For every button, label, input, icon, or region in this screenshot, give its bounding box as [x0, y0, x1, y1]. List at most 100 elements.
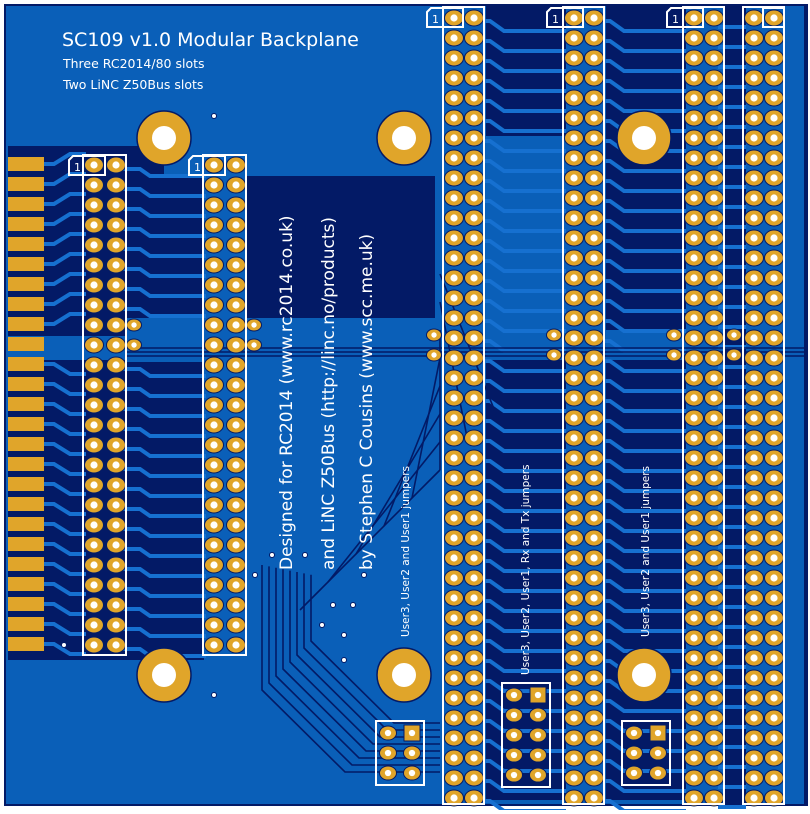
drill-hole	[590, 94, 598, 102]
drill-hole	[470, 694, 478, 702]
drill-hole	[470, 94, 478, 102]
drill-hole	[470, 14, 478, 22]
drill-hole	[590, 254, 598, 262]
drill-hole	[770, 94, 778, 102]
drill-hole	[710, 534, 718, 542]
drill-hole	[750, 154, 758, 162]
drill-hole	[590, 394, 598, 402]
drill-hole	[570, 434, 578, 442]
drill-hole	[450, 374, 458, 382]
jumper-label-3: User3, User2 and User1 jumpers	[640, 466, 652, 637]
bus-trace	[118, 247, 206, 258]
drill-hole	[470, 314, 478, 322]
drill-hole	[570, 34, 578, 42]
edge-finger	[8, 517, 44, 531]
drill-hole	[710, 594, 718, 602]
drill-hole	[450, 194, 458, 202]
pin1-box	[188, 155, 226, 176]
drill-hole	[750, 334, 758, 342]
drill-hole	[510, 691, 518, 699]
drill-hole	[770, 394, 778, 402]
drill-hole	[112, 221, 120, 229]
drill-hole	[570, 494, 578, 502]
drill-hole	[710, 74, 718, 82]
drill-hole	[710, 794, 718, 802]
diagonal-trace	[310, 574, 440, 724]
drill-hole	[232, 601, 240, 609]
drill-hole	[750, 194, 758, 202]
drill-hole	[570, 454, 578, 462]
drill-hole	[210, 381, 218, 389]
drill-hole	[232, 341, 240, 349]
drill-hole	[750, 234, 758, 242]
drill-hole	[112, 541, 120, 549]
drill-hole	[770, 674, 778, 682]
drill-hole	[750, 754, 758, 762]
drill-hole	[750, 434, 758, 442]
drill-hole	[534, 691, 542, 699]
edge-finger	[8, 477, 44, 491]
drill-hole	[90, 181, 98, 189]
drill-hole	[710, 34, 718, 42]
bus-trace	[118, 307, 206, 318]
drill-hole	[690, 694, 698, 702]
drill-hole	[570, 414, 578, 422]
drill-hole	[710, 174, 718, 182]
drill-hole	[232, 421, 240, 429]
drill-hole	[470, 254, 478, 262]
drill-hole	[232, 401, 240, 409]
bus-trace	[118, 447, 206, 458]
drill-hole	[750, 134, 758, 142]
drill-hole	[450, 214, 458, 222]
bus-trace	[118, 567, 206, 578]
drill-hole	[590, 34, 598, 42]
drill-hole	[90, 481, 98, 489]
drill-hole	[232, 301, 240, 309]
drill-hole	[750, 554, 758, 562]
drill-hole	[450, 414, 458, 422]
drill-hole	[654, 729, 662, 737]
drill-hole	[710, 454, 718, 462]
drill-hole	[690, 14, 698, 22]
drill-hole	[590, 294, 598, 302]
drill-hole	[570, 74, 578, 82]
drill-hole	[90, 441, 98, 449]
drill-hole	[570, 114, 578, 122]
bus-trace	[118, 167, 206, 178]
drill-hole	[450, 534, 458, 542]
drill-hole	[470, 754, 478, 762]
pin1-box	[68, 155, 106, 176]
drill-hole	[210, 181, 218, 189]
drill-hole	[750, 474, 758, 482]
drill-hole	[690, 614, 698, 622]
edge-finger	[8, 297, 44, 311]
drill-hole	[590, 514, 598, 522]
finger-trace	[44, 422, 86, 436]
drill-hole	[470, 534, 478, 542]
drill-hole	[470, 674, 478, 682]
pin1-box	[762, 7, 785, 28]
finger-trace	[44, 272, 86, 286]
edge-finger	[8, 617, 44, 631]
drill-hole	[210, 361, 218, 369]
drill-hole	[90, 601, 98, 609]
mounting-drill	[392, 126, 416, 150]
drill-hole	[690, 154, 698, 162]
drill-hole	[750, 534, 758, 542]
bus-trace	[118, 487, 206, 498]
jumper-label-1: User3, User2 and User1 jumpers	[400, 466, 412, 637]
drill-hole	[232, 201, 240, 209]
drill-hole	[570, 374, 578, 382]
drill-hole	[470, 74, 478, 82]
drill-hole	[770, 134, 778, 142]
board-subtitle-2: Two LiNC Z50Bus slots	[62, 77, 203, 92]
drill-hole	[770, 754, 778, 762]
drill-hole	[232, 541, 240, 549]
drill-hole	[570, 54, 578, 62]
drill-hole	[510, 771, 518, 779]
drill-hole	[690, 314, 698, 322]
drill-hole	[710, 634, 718, 642]
drill-hole	[770, 494, 778, 502]
drill-hole	[710, 234, 718, 242]
